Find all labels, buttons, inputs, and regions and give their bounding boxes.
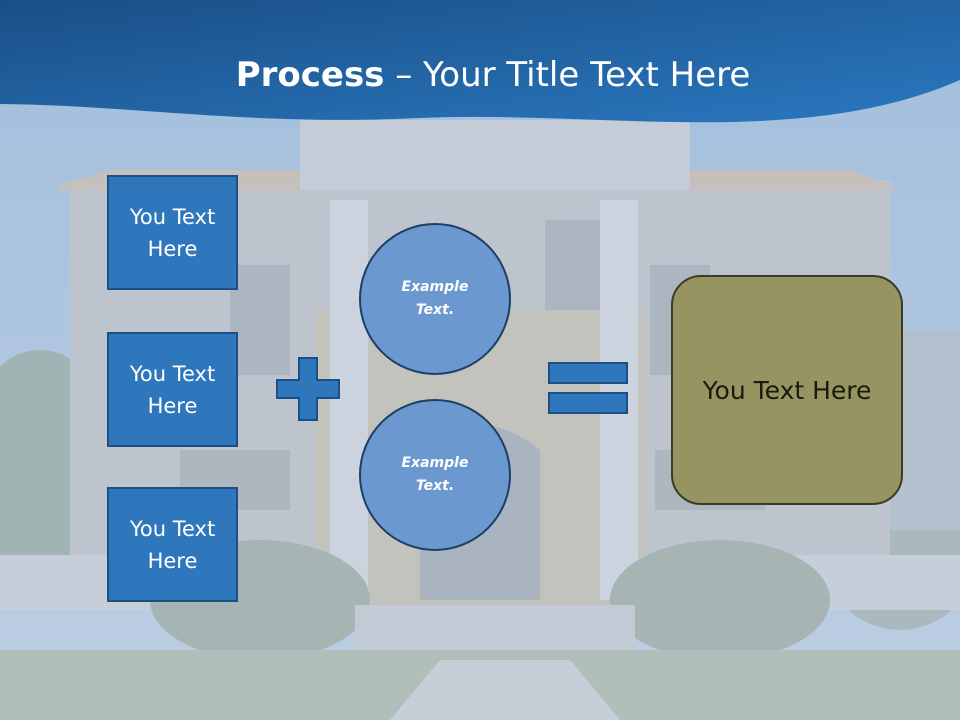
example-circle-2[interactable]: Example Text. xyxy=(359,399,511,551)
text-box-label: You Text Here xyxy=(129,361,216,418)
circle-label: Example Text. xyxy=(401,279,469,318)
result-box[interactable]: You Text Here xyxy=(671,275,903,505)
result-label: You Text Here xyxy=(702,375,872,405)
equals-icon xyxy=(548,362,628,414)
text-box-3[interactable]: You Text Here xyxy=(107,487,238,602)
plus-icon xyxy=(276,357,340,421)
text-box-label: You Text Here xyxy=(129,516,216,573)
text-box-label: You Text Here xyxy=(129,204,216,261)
example-circle-1[interactable]: Example Text. xyxy=(359,223,511,375)
circle-label: Example Text. xyxy=(401,455,469,494)
text-box-1[interactable]: You Text Here xyxy=(107,175,238,290)
title-rest: – Your Title Text Here xyxy=(384,55,751,95)
text-box-2[interactable]: You Text Here xyxy=(107,332,238,447)
page-title: Process – Your Title Text Here xyxy=(0,52,960,98)
header-banner xyxy=(0,0,960,123)
title-bold: Process xyxy=(235,55,385,95)
